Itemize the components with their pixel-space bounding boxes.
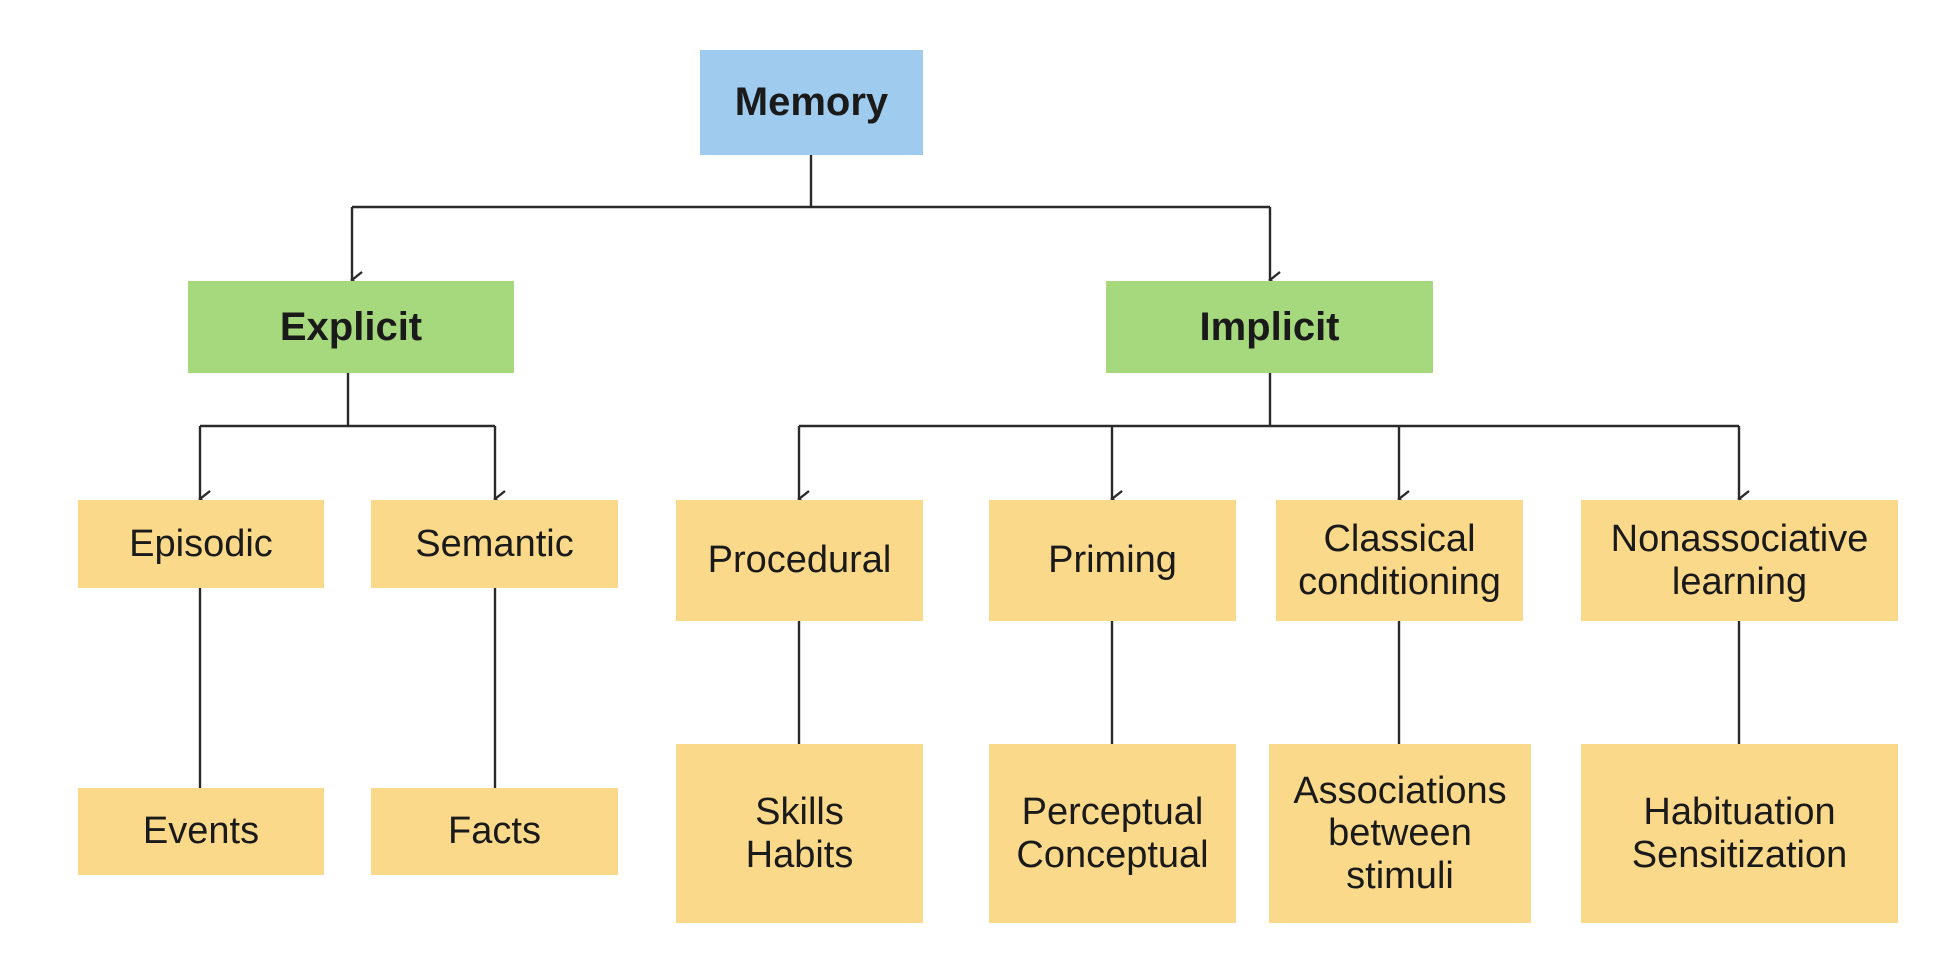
node-facts-label: Facts	[448, 810, 541, 853]
node-skills-line-2: Habits	[745, 833, 854, 876]
node-events-label: Events	[142, 810, 260, 853]
node-classical-conditioning: Classical conditioning	[1276, 500, 1523, 621]
node-memory: Memory	[700, 50, 923, 155]
node-semantic-label: Semantic	[415, 522, 574, 565]
node-procedural: Procedural	[676, 500, 923, 621]
node-perceptual-conceptual: Perceptual Conceptual	[989, 744, 1236, 923]
node-associations-between-stimuli: Associations between stimuli	[1269, 744, 1531, 923]
node-habituation-line-1: Habituation	[1643, 790, 1836, 833]
node-habituation-sensitization: Habituation Sensitization	[1581, 744, 1898, 923]
node-associations-line-3: stimuli	[1346, 854, 1454, 897]
node-nonassociative-line-1: Nonassociative	[1610, 517, 1869, 560]
node-episodic-label: Episodic	[129, 522, 273, 565]
node-classical-line-2: conditioning	[1298, 560, 1501, 603]
node-explicit: Explicit	[188, 281, 514, 373]
node-perceptual-line-2: Conceptual	[1016, 833, 1209, 876]
node-episodic: Episodic	[78, 500, 324, 588]
node-facts: Facts	[371, 788, 618, 875]
node-skills-line-1: Skills	[755, 790, 844, 833]
node-associations-line-2: between	[1328, 812, 1472, 855]
node-priming: Priming	[989, 500, 1236, 621]
node-habituation-line-2: Sensitization	[1631, 833, 1848, 876]
node-nonassociative-line-2: learning	[1671, 560, 1808, 603]
node-priming-label: Priming	[1048, 539, 1177, 582]
node-implicit-label: Implicit	[1199, 304, 1340, 349]
node-skills-habits: Skills Habits	[676, 744, 923, 923]
node-implicit: Implicit	[1106, 281, 1433, 373]
node-semantic: Semantic	[371, 500, 618, 588]
node-procedural-label: Procedural	[707, 539, 892, 582]
node-perceptual-line-1: Perceptual	[1021, 790, 1204, 833]
node-memory-label: Memory	[734, 80, 889, 125]
node-events: Events	[78, 788, 324, 875]
node-nonassociative-learning: Nonassociative learning	[1581, 500, 1898, 621]
node-classical-line-1: Classical	[1323, 517, 1476, 560]
node-explicit-label: Explicit	[279, 304, 423, 349]
node-associations-line-1: Associations	[1293, 769, 1507, 812]
